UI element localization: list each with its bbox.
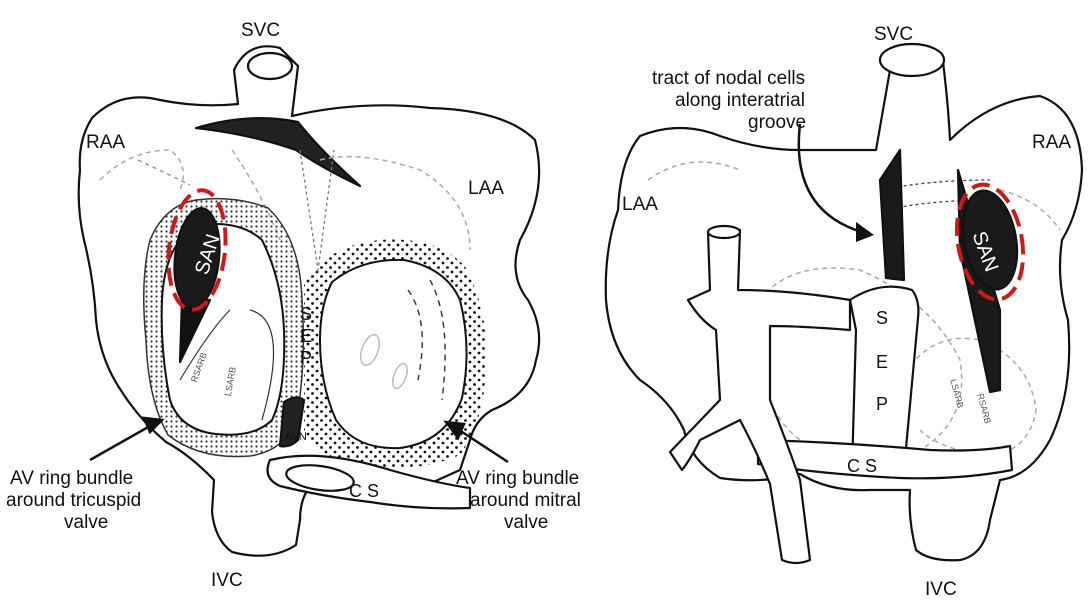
right-sep-e: E <box>876 352 888 372</box>
left-av-mitral-line3: valve <box>504 512 548 533</box>
left-av-tricuspid-line2: around tricuspid <box>6 490 141 511</box>
left-cs-label: C S <box>349 481 379 501</box>
right-tract-line1: tract of nodal cells <box>652 68 805 89</box>
left-av-mitral-line2: around mitral <box>470 490 581 511</box>
left-mitral-valve <box>320 260 467 448</box>
right-heart <box>606 44 1082 563</box>
right-vessel-opening <box>708 226 740 238</box>
left-laa-label: LAA <box>468 178 504 199</box>
right-raa-label: RAA <box>1032 132 1071 153</box>
left-sep-e: E <box>300 326 312 346</box>
left-av-tricuspid-line3: valve <box>64 512 108 533</box>
right-tract-line2: along interatrial <box>675 90 805 111</box>
left-sep-s: S <box>300 304 312 324</box>
right-sep-s: S <box>876 308 888 328</box>
right-tract-line3: groove <box>748 112 806 133</box>
right-laa-label: LAA <box>622 194 658 215</box>
left-svc-opening <box>248 53 292 79</box>
right-ivc-label: IVC <box>925 579 957 600</box>
left-avn-label: AVN <box>285 431 307 443</box>
left-av-mitral-line1: AV ring bundle <box>456 468 579 489</box>
left-sep-p: P <box>300 348 312 368</box>
right-sep-p: P <box>876 394 888 414</box>
right-svc-label: SVC <box>874 24 913 45</box>
left-ivc-label: IVC <box>211 570 243 591</box>
left-svc-label: SVC <box>241 20 280 41</box>
left-av-tricuspid-line1: AV ring bundle <box>10 468 133 489</box>
left-raa-label: RAA <box>86 132 125 153</box>
right-cs-label: C S <box>847 456 877 476</box>
right-svc-opening <box>880 44 944 76</box>
